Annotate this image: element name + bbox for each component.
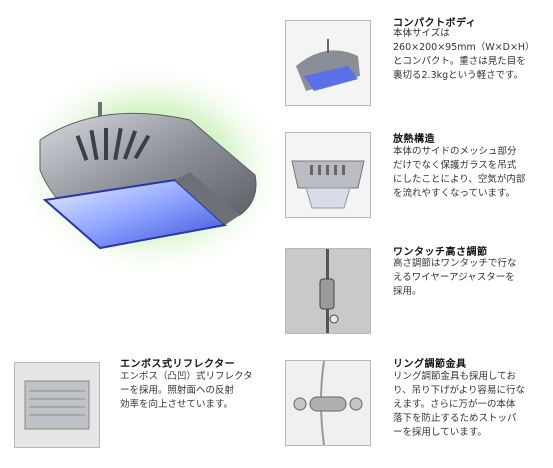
ring-fitting-thumbnail (285, 360, 371, 446)
main-product-image (0, 60, 290, 290)
feature-title-heat-dissipation: 放熱構造 (393, 134, 435, 145)
embossed-reflector-thumbnail (14, 362, 100, 448)
desc-line: 裏切る2.3kgという軽さです。 (393, 70, 524, 81)
feature-desc-embossed-reflector: エンボス（凸凹）式リフレクタ ーを採用。照射面への反射 効率を向上させています。 (120, 370, 253, 412)
feature-title-ring-fitting: リング調節金具 (393, 359, 467, 370)
desc-line: 高さ調節はワンタッチで行な (393, 258, 517, 269)
feature-desc-heat-dissipation: 本体のサイドのメッシュ部分 だけでなく保護ガラスを吊式 にしたことにより、空気が… (393, 145, 525, 201)
height-adjust-thumbnail (285, 248, 371, 334)
feature-title-embossed-reflector: エンボス式リフレクター (120, 359, 236, 370)
desc-line: ーを採用しています。 (393, 427, 487, 438)
desc-line: 効率を向上させています。 (120, 399, 234, 410)
desc-line: だけでなく保護ガラスを吊式 (393, 160, 517, 171)
desc-line: とコンパクト。重さは見た目を (393, 56, 526, 67)
desc-line: エンボス（凸凹）式リフレクタ (120, 371, 253, 382)
feature-desc-ring-fitting: リング調節金具も採用してお り、吊り下げがより容易に行な えます。さらに万が一の… (393, 370, 525, 440)
feature-desc-compact-body: 本体サイズは 260×200×95mm（W×D×H） とコンパクト。重さは見た目… (393, 27, 535, 83)
desc-line: り、吊り下げがより容易に行な (393, 385, 525, 396)
desc-line: 260×200×95mm（W×D×H） (393, 42, 535, 53)
desc-line: 採用。 (393, 286, 422, 297)
desc-line: 本体サイズは (393, 28, 450, 39)
feature-desc-height-adjust: 高さ調節はワンタッチで行な えるワイヤーアジャスターを 採用。 (393, 257, 517, 299)
desc-line: にしたことにより、空気が内部 (393, 174, 526, 185)
heat-dissipation-thumbnail (285, 132, 371, 218)
desc-line: リング調節金具も採用してお (393, 371, 516, 382)
desc-line: 落下を防止するためストッパ (393, 413, 517, 424)
desc-line: えます。さらに万が一の本体 (393, 399, 516, 410)
desc-line: えるワイヤーアジャスターを (393, 272, 515, 283)
feature-title-height-adjust: ワンタッチ高さ調節 (393, 247, 488, 258)
compact-body-thumbnail (285, 20, 371, 106)
feature-title-compact-body: コンパクトボディ (393, 18, 477, 29)
desc-line: を流れやすくなっています。 (393, 188, 516, 199)
desc-line: ーを採用。照射面への反射 (120, 385, 235, 396)
desc-line: 本体のサイドのメッシュ部分 (393, 146, 517, 157)
